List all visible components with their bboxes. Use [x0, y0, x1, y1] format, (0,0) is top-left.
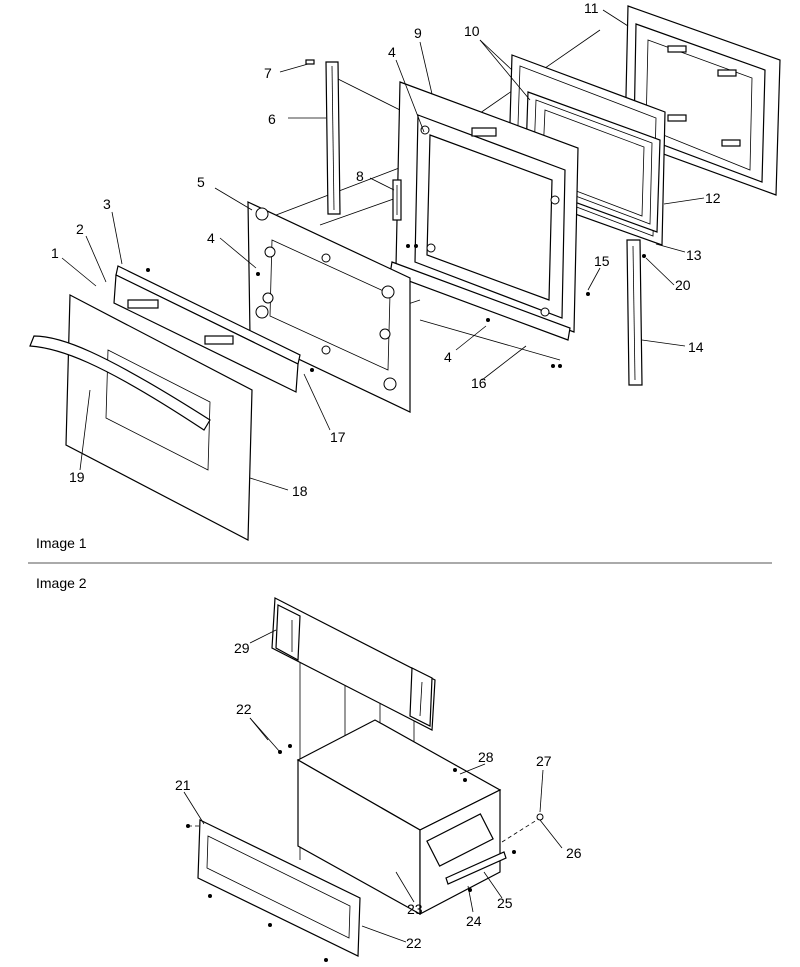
part-29-back-panel: [271, 597, 436, 731]
part-9-inner-door: [395, 81, 579, 333]
callout-4: 4: [444, 349, 452, 365]
part-25-slide-rail: [445, 851, 507, 885]
callout-10: 10: [464, 23, 480, 39]
callout-4: 4: [207, 230, 215, 246]
callout-14: 14: [688, 339, 704, 355]
callout-7: 7: [264, 65, 272, 81]
part-5-door-liner: [247, 201, 411, 413]
callout-18: 18: [292, 483, 308, 499]
part-6-side-rail: [305, 59, 341, 215]
part-3-top-trim: [113, 265, 301, 393]
callout-28: 28: [478, 749, 494, 765]
callout-22: 22: [406, 935, 422, 951]
callout-16: 16: [471, 375, 487, 391]
part-14-side-rail: [626, 239, 643, 386]
part-21-drawer-front: [197, 819, 361, 957]
callout-26: 26: [566, 845, 582, 861]
part-28-drawer-box: [296, 719, 502, 916]
image-2-drawer: Image 2: [36, 575, 582, 962]
callout-6: 6: [268, 111, 276, 127]
leader-lines-image-2: [183, 629, 563, 943]
callout-2: 2: [76, 221, 84, 237]
callout-27: 27: [536, 753, 552, 769]
callout-8: 8: [356, 168, 364, 184]
callout-21: 21: [175, 777, 191, 793]
image-2-caption: Image 2: [36, 575, 87, 591]
image-1-caption: Image 1: [36, 535, 87, 551]
callout-25: 25: [497, 895, 513, 911]
screws: [146, 254, 646, 372]
callout-12: 12: [705, 190, 721, 206]
callout-15: 15: [594, 253, 610, 269]
callout-22: 22: [236, 701, 252, 717]
callout-5: 5: [197, 174, 205, 190]
callout-17: 17: [330, 429, 346, 445]
callout-3: 3: [103, 196, 111, 212]
image-1-oven-door: 1 2 3 4 5 6 7 8 4 9 10 11 12 13 20 15 14…: [29, 0, 781, 551]
part-8-hinge: [392, 179, 402, 221]
callout-1: 1: [51, 245, 59, 261]
part-19-handle: [29, 335, 211, 431]
callout-24: 24: [466, 913, 482, 929]
callout-19: 19: [69, 469, 85, 485]
callout-20: 20: [675, 277, 691, 293]
leader-lines-image-1: [61, 9, 705, 491]
screws-2: [186, 744, 544, 962]
callout-4: 4: [388, 44, 396, 60]
callout-13: 13: [686, 247, 702, 263]
part-18-outer-door-panel: [65, 294, 253, 541]
callout-29: 29: [234, 640, 250, 656]
callout-11: 11: [584, 0, 599, 16]
callout-9: 9: [414, 25, 422, 41]
callout-23: 23: [407, 901, 423, 917]
